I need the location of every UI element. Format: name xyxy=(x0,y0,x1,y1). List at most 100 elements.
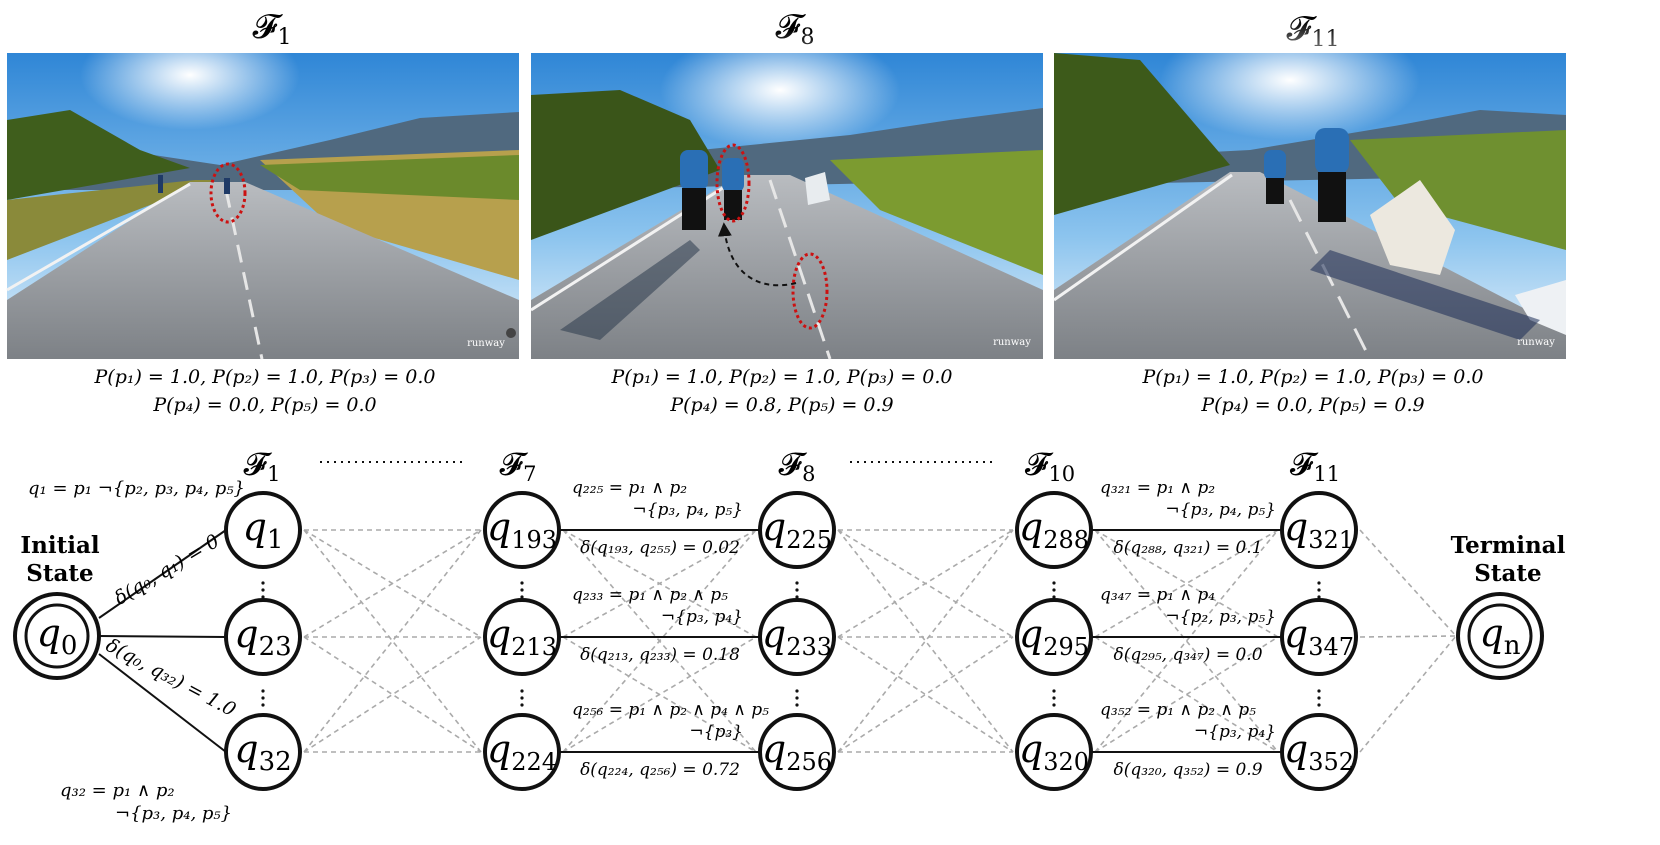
vertical-ellipsis xyxy=(520,689,524,693)
nodes-layer: q1q23q32q193q213q224q225q233q256q288q295… xyxy=(13,491,1544,791)
dashed-edge xyxy=(562,636,757,753)
transition-def-0-b: ¬{p₃, p₄, p₅} xyxy=(632,500,743,520)
transition-def-2-b: ¬{p₃} xyxy=(689,722,743,742)
state-q224-outer xyxy=(483,713,561,791)
frame-probs-2b: P(p₄) = 0.8, P(p₅) = 0.9 xyxy=(669,394,893,416)
state-q295-label: q295 xyxy=(1019,612,1089,661)
state-q225-outer xyxy=(758,491,836,569)
vertical-ellipsis xyxy=(795,595,799,599)
state-q224: q224 xyxy=(483,713,561,791)
dashed-edge-terminal xyxy=(1359,529,1457,637)
state-q213-label: q213 xyxy=(487,612,557,661)
dashed-edge xyxy=(837,529,1014,638)
dashed-edge xyxy=(1094,529,1279,753)
state-q256: q256 xyxy=(758,713,836,791)
terminal-state-title: Terminal xyxy=(1451,532,1566,559)
edges-layer xyxy=(98,529,1457,753)
state-q347: q347 xyxy=(1280,598,1358,676)
state-q288-label: q288 xyxy=(1019,505,1089,554)
state-q321-label: q321 xyxy=(1284,505,1354,554)
transition-def-0-a: q₂₂₅ = p₁ ∧ p₂ xyxy=(572,478,687,498)
transition-def-5-b: ¬{p₃, p₄} xyxy=(1194,722,1276,742)
state-q213-outer xyxy=(483,598,561,676)
terminal-state: qn xyxy=(1456,592,1544,680)
state-q1-label: q1 xyxy=(243,505,284,555)
state-q233-label: q233 xyxy=(762,612,832,661)
state-q233-outer xyxy=(758,598,836,676)
vertical-ellipsis xyxy=(1317,703,1321,707)
frame-panel-3: 𝓕11 runway P(p₁) = 1.0, P(p₂) = 1.0, P(p… xyxy=(1053,9,1566,416)
transition-def-4-a: q₃₄₇ = p₁ ∧ p₄ xyxy=(1100,585,1215,605)
transition-delta-5: δ(q₃₂₀, q₃₅₂) = 0.9 xyxy=(1113,760,1262,780)
dashed-edge xyxy=(837,529,1014,753)
initial-edge xyxy=(98,529,227,619)
dashed-edge xyxy=(303,529,482,753)
state-q225-label: q225 xyxy=(762,505,832,554)
state-q288: q288 xyxy=(1015,491,1093,569)
state-q256-outer xyxy=(758,713,836,791)
state-q1-outer xyxy=(224,491,302,569)
state-q352: q352 xyxy=(1280,713,1358,791)
dashed-edge xyxy=(303,636,482,753)
state-q320: q320 xyxy=(1015,713,1093,791)
vertical-ellipsis xyxy=(520,696,524,700)
transition-delta-4: δ(q₂₉₅, q₃₄₇) = 0.0 xyxy=(1113,645,1262,665)
vertical-ellipsis xyxy=(520,581,524,585)
vertical-ellipsis xyxy=(1052,595,1056,599)
initial-state-label: q0 xyxy=(37,611,78,661)
state-q193-outer xyxy=(483,491,561,569)
frame-panel-2: 𝓕8 runway P(p₁) = 1.0, P(p₂) = 1.0, P(p₃… xyxy=(530,7,1043,416)
vertical-ellipsis xyxy=(261,703,265,707)
vertical-ellipsis xyxy=(1052,588,1056,592)
state-q256-label: q256 xyxy=(762,727,832,776)
state-q321-outer xyxy=(1280,491,1358,569)
vertical-ellipsis xyxy=(795,588,799,592)
vertical-ellipsis xyxy=(795,689,799,693)
vertical-ellipsis xyxy=(520,588,524,592)
frame-probs-1a: P(p₁) = 1.0, P(p₂) = 1.0, P(p₃) = 0.0 xyxy=(94,366,436,388)
dashed-edge xyxy=(837,636,1014,753)
transition-def-2-a: q₂₅₆ = p₁ ∧ p₂ ∧ p₄ ∧ p₅ xyxy=(572,700,769,720)
column-header-1: 𝓕1 xyxy=(244,445,281,486)
state-q320-label: q320 xyxy=(1019,727,1089,776)
vertical-ellipsis xyxy=(1052,703,1056,707)
state-q23-label: q23 xyxy=(234,612,291,662)
state-q352-outer xyxy=(1280,713,1358,791)
dashed-edge xyxy=(837,636,1014,753)
state-def-q1: q₁ = p₁ ¬{p₂, p₃, p₄, p₅} xyxy=(28,478,245,499)
transition-def-3-a: q₃₂₁ = p₁ ∧ p₂ xyxy=(1100,478,1215,498)
vertical-ellipsis xyxy=(520,595,524,599)
transition-def-1-a: q₂₃₃ = p₁ ∧ p₂ ∧ p₅ xyxy=(572,585,728,605)
frame-probs-1b: P(p₄) = 0.0, P(p₅) = 0.0 xyxy=(152,394,376,416)
frame-image-2: runway xyxy=(530,30,1043,360)
transition-delta-3: δ(q₂₈₈, q₃₂₁) = 0.1 xyxy=(1113,538,1262,558)
state-def-q32-a: q₃₂ = p₁ ∧ p₂ xyxy=(60,780,175,801)
transition-def-1-b: ¬{p₃, p₄} xyxy=(661,607,743,627)
vertical-ellipsis xyxy=(261,689,265,693)
vertical-ellipsis xyxy=(261,595,265,599)
vertical-ellipsis xyxy=(261,696,265,700)
state-q233: q233 xyxy=(758,598,836,676)
state-q295: q295 xyxy=(1015,598,1093,676)
state-q213: q213 xyxy=(483,598,561,676)
transition-delta-1: δ(q₂₁₃, q₂₃₃) = 0.18 xyxy=(580,645,740,665)
dashed-edge xyxy=(562,529,757,638)
vertical-ellipsis xyxy=(795,696,799,700)
close-icon xyxy=(506,328,516,338)
dashed-edge xyxy=(303,636,482,753)
state-q352-label: q352 xyxy=(1284,727,1354,776)
state-q32-label: q32 xyxy=(234,727,291,777)
state-q321: q321 xyxy=(1280,491,1358,569)
transition-def-4-b: ¬{p₂, p₃, p₅} xyxy=(1165,607,1276,627)
dashed-edge xyxy=(1094,529,1279,753)
state-q23: q23 xyxy=(224,598,302,676)
vertical-ellipsis xyxy=(795,703,799,707)
frame-probs-2a: P(p₁) = 1.0, P(p₂) = 1.0, P(p₃) = 0.0 xyxy=(611,366,953,388)
dashed-edge-terminal xyxy=(1359,635,1457,753)
state-q295-outer xyxy=(1015,598,1093,676)
watermark-1: runway xyxy=(467,338,505,349)
initial-state-title: Initial xyxy=(20,532,99,559)
transition-delta-2: δ(q₂₂₄, q₂₅₆) = 0.72 xyxy=(580,760,740,780)
vertical-ellipsis xyxy=(795,581,799,585)
